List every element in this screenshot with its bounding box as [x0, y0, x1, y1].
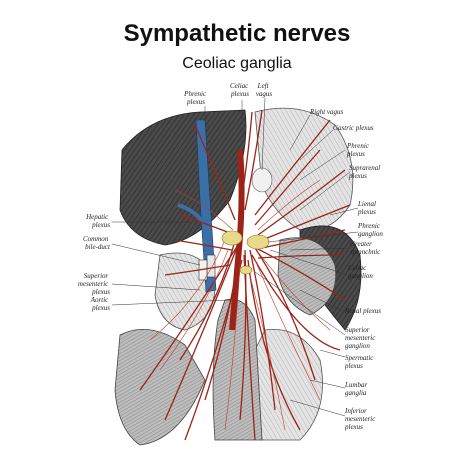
- nerve-fibers-fine: [149, 179, 331, 431]
- label-inferior-mesenteric-plexus: Inferior mesenteric plexus: [344, 407, 377, 431]
- label-superior-mesenteric-plexus: Superior mesenteric plexus: [78, 272, 110, 296]
- label-gastric-plexus: Gastric plexus: [333, 124, 374, 132]
- label-lumbar-ganglia: Lumbar ganglia: [344, 381, 369, 397]
- esophagus: [251, 167, 273, 193]
- spine-region: [212, 298, 263, 441]
- label-phrenic-ganglion: Phrenic ganglion: [357, 222, 383, 238]
- label-right-vagus: Right vagus: [309, 108, 344, 116]
- nerve-network: [139, 109, 351, 441]
- label-hepatic-plexus: Hepatic plexus: [85, 213, 110, 229]
- liver-region: [119, 109, 247, 246]
- page-subtitle: Ceoliac ganglia: [182, 55, 292, 72]
- intestine-region: [114, 329, 206, 446]
- label-aortic-plexus: Aortic plexus: [90, 296, 111, 312]
- label-common-bile-duct: Common bile-duct: [83, 235, 111, 251]
- celiac-ganglion-left: [221, 230, 243, 246]
- label-left-vagus: Left vagus: [256, 82, 273, 98]
- label-phrenic-plexus-right: Phrenic plexus: [346, 142, 371, 158]
- label-spermatic-plexus: Spermatic plexus: [344, 354, 375, 370]
- label-phrenic-plexus-top: Phrenic plexus: [183, 90, 208, 106]
- celiac-ganglion-right: [246, 234, 270, 250]
- stomach-region: [254, 107, 354, 232]
- page-title: Sympathetic nerves: [123, 20, 351, 47]
- label-superior-mesenteric-ganglion: Superior mesenteric ganglion: [345, 326, 377, 350]
- mesenteric-ganglion: [239, 265, 253, 275]
- label-suprarenal-plexus: Suprarenal plexus: [348, 164, 382, 180]
- label-celiac-plexus-top: Celiac plexus: [230, 82, 250, 98]
- label-renal-plexus: Renal plexus: [344, 307, 381, 315]
- leader-lines: [111, 97, 359, 417]
- label-celiac-ganglion: Celiac ganglion: [348, 264, 373, 280]
- label-lienal-plexus: Lienal plexus: [357, 200, 378, 216]
- label-greater-splanchnic: Greater splanchnic: [350, 240, 381, 256]
